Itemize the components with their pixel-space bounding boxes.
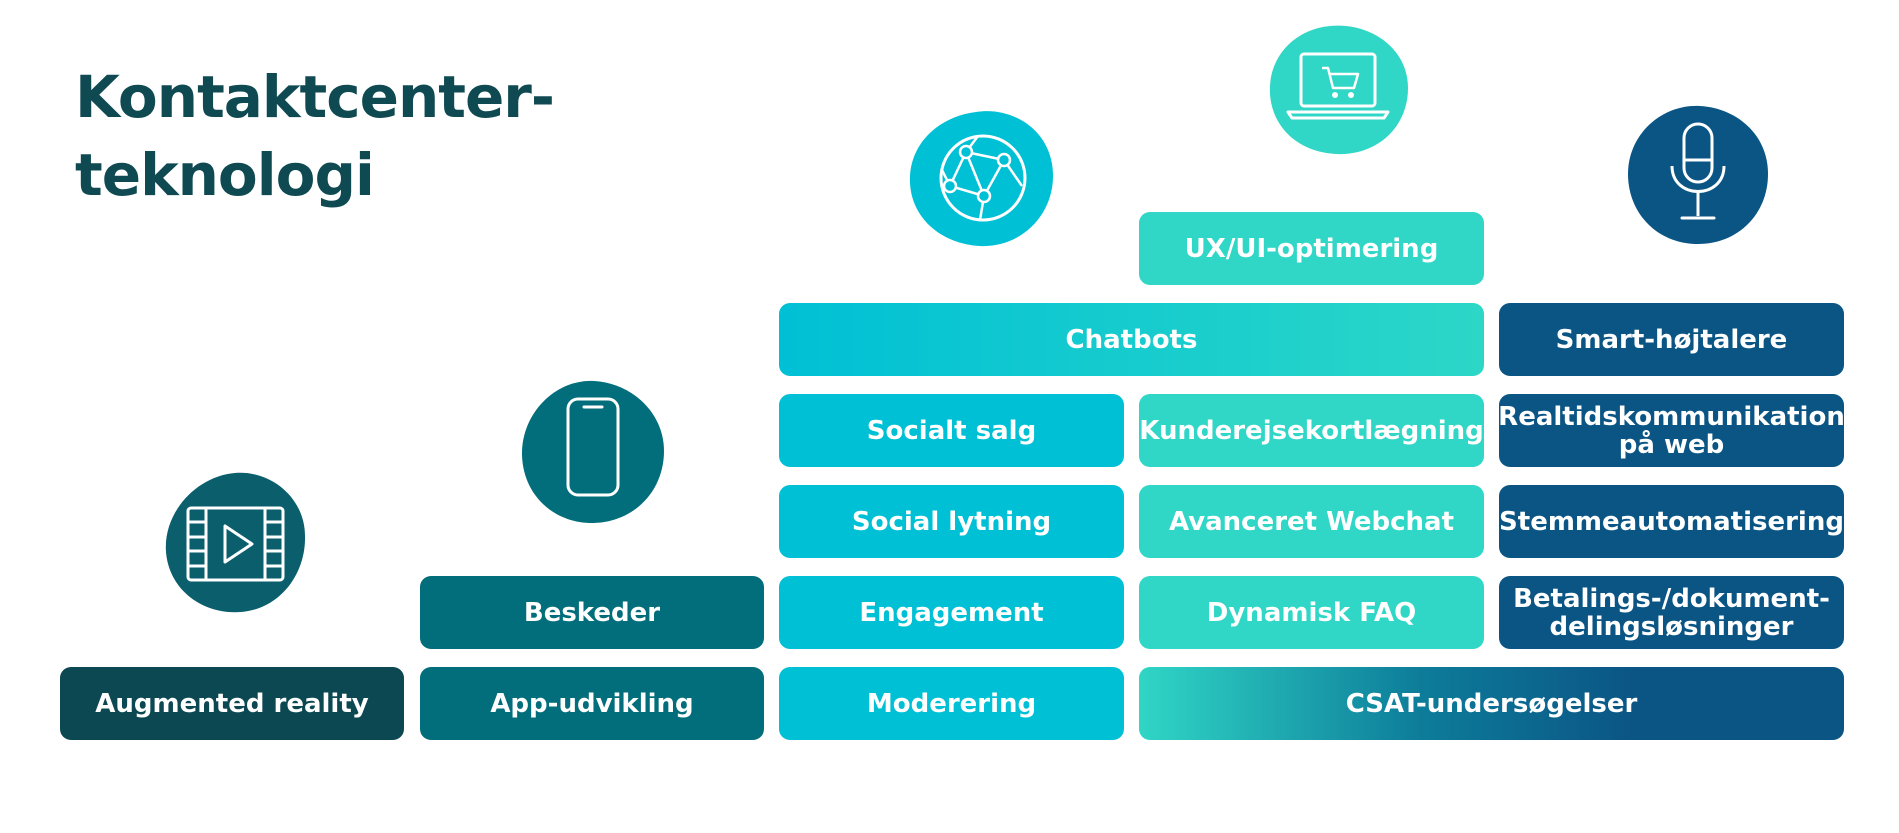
title-line-2: teknologi [75,141,375,209]
page-title: Kontaktcenter- teknologi [75,58,555,214]
microphone-icon [1626,104,1770,246]
box-avanceret-webchat: Avanceret Webchat [1139,485,1484,558]
title-line-1: Kontaktcenter- [75,63,555,131]
box-app-udvikling: App-udvikling [420,667,764,740]
film-play-icon [163,470,308,615]
box-beskeder: Beskeder [420,576,764,649]
box-ux-ui-optimering: UX/UI-optimering [1139,212,1484,285]
laptop-cart-icon [1266,24,1412,156]
smartphone-icon [520,379,666,525]
box-chatbots: Chatbots [779,303,1484,376]
box-augmented-reality: Augmented reality [60,667,404,740]
box-kunderejsekortlaegning: Kunderejsekortlægning [1139,394,1484,467]
box-csat-undersoegelser: CSAT-undersøgelser [1139,667,1844,740]
box-engagement: Engagement [779,576,1124,649]
box-moderering: Moderering [779,667,1124,740]
box-stemmeautomatisering: Stemmeautomatisering [1499,485,1844,558]
box-betalings-dokument: Betalings-/dokument-delingsløsninger [1499,576,1844,649]
box-social-lytning: Social lytning [779,485,1124,558]
globe-network-icon [908,108,1054,248]
box-dynamisk-faq: Dynamisk FAQ [1139,576,1484,649]
box-realtidskommunikation: Realtidskommunikation på web [1498,394,1845,467]
box-socialt-salg: Socialt salg [779,394,1124,467]
box-smart-hoejtalere: Smart-højtalere [1499,303,1844,376]
